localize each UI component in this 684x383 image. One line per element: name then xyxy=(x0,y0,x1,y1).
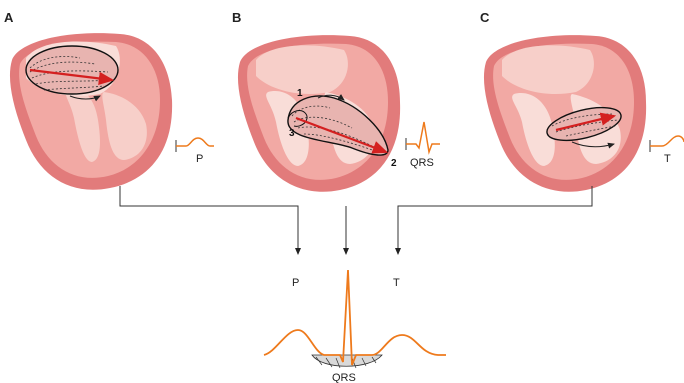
panel-b-wave-label: QRS xyxy=(410,157,434,169)
ecg-trace-a: P xyxy=(176,138,214,165)
dipole-ellipse-a xyxy=(26,46,118,94)
panel-b-label-1: 1 xyxy=(297,88,303,99)
summary-label-qrs: QRS xyxy=(332,372,356,383)
panel-a-letter: A xyxy=(4,10,14,25)
connector-c-to-t xyxy=(398,186,592,254)
panel-b-letter: B xyxy=(232,10,241,25)
panel-b-label-2: 2 xyxy=(391,158,397,169)
panel-a: A P xyxy=(4,10,214,190)
panel-a-wave-label: P xyxy=(196,153,203,165)
heart-c-illustration xyxy=(484,35,646,192)
panel-b-label-3: 3 xyxy=(289,128,295,139)
summary-label-p: P xyxy=(292,277,299,289)
connector-a-to-p xyxy=(120,186,298,254)
qrs-hatched-area xyxy=(312,355,382,366)
panel-c-letter: C xyxy=(480,10,490,25)
ecg-trace-c: T xyxy=(650,136,684,165)
panel-b: B 1 2 3 QRS xyxy=(232,10,440,192)
connector-lines xyxy=(120,186,592,254)
panel-c: C T xyxy=(480,10,684,192)
ecg-trace-b: QRS xyxy=(406,122,440,169)
summary-label-t: T xyxy=(393,277,400,289)
panel-c-wave-label: T xyxy=(664,153,671,165)
